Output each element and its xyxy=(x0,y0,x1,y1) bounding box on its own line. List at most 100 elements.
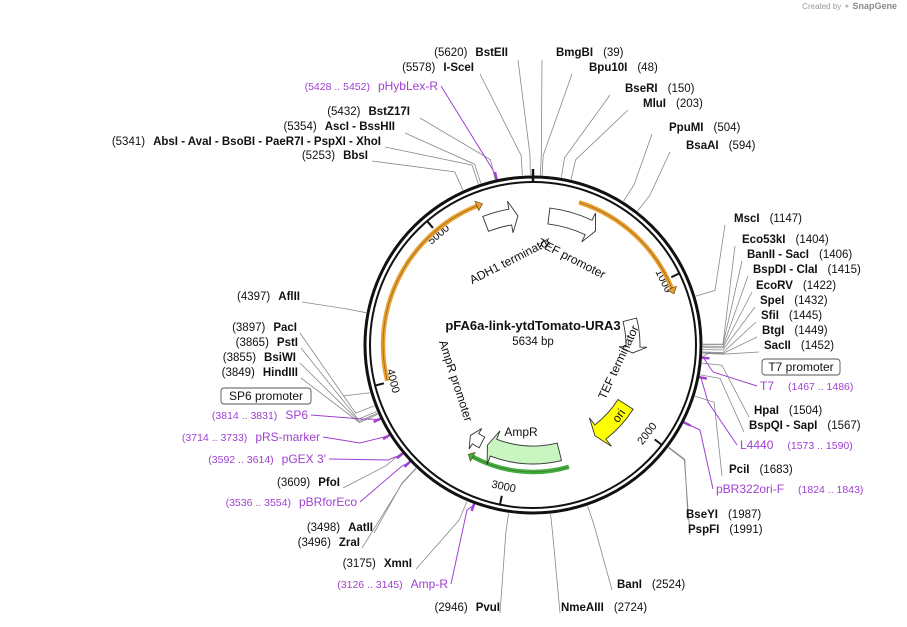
enzyme-label[interactable]: (3498) AatII xyxy=(307,522,373,534)
enzyme-label[interactable]: MscI(1147) xyxy=(734,213,802,225)
enzyme-position: (150) xyxy=(668,83,695,95)
primer-label[interactable]: (3126 .. 3145)Amp-R xyxy=(337,577,448,591)
enzyme-label[interactable]: SpeI(1432) xyxy=(760,295,828,307)
enzyme-label[interactable]: (3175)XmnI xyxy=(343,558,412,570)
enzyme-label[interactable]: NmeAIII(2724) xyxy=(561,602,647,614)
enzyme-leader-line xyxy=(419,117,496,180)
enzyme-label[interactable]: (5354)AscI - BssHII xyxy=(283,121,395,133)
enzyme-position: (1991) xyxy=(729,524,762,536)
primer-label[interactable]: (3714 .. 3733)pRS-marker xyxy=(182,430,320,444)
enzyme-label[interactable]: PpuMI(504) xyxy=(669,122,741,134)
enzyme-label[interactable]: PspFI (1991) xyxy=(688,524,763,536)
enzyme-label[interactable]: BseRI(150) xyxy=(625,83,695,95)
enzyme-label[interactable]: (3496)ZraI xyxy=(298,537,360,549)
enzyme-position: (39) xyxy=(603,47,624,59)
primer-range: (3592 .. 3614) xyxy=(208,454,273,466)
enzyme-label[interactable]: BanI(2524) xyxy=(617,579,685,591)
enzyme-position: (594) xyxy=(729,140,756,152)
enzyme-name: PspFI xyxy=(688,524,719,536)
primer-range: (1467 .. 1486) xyxy=(788,381,853,393)
primer-label[interactable]: T7(1467 .. 1486) xyxy=(760,379,853,393)
enzyme-name: MluI xyxy=(643,98,666,110)
tef-promoter-1-arrow[interactable] xyxy=(547,207,596,243)
enzyme-leader-line xyxy=(702,336,758,355)
enzyme-label[interactable]: PciI(1683) xyxy=(729,464,793,476)
enzyme-leader-line xyxy=(668,447,691,536)
enzyme-position: (1422) xyxy=(803,280,836,292)
enzyme-label[interactable]: (5578)I-SceI xyxy=(402,62,474,74)
enzyme-label[interactable]: BseYI(1987) xyxy=(686,509,761,521)
enzyme-label[interactable]: (5620)BstEII xyxy=(434,47,508,59)
enzyme-label[interactable]: BmgBI (39) xyxy=(556,47,624,59)
enzyme-label[interactable]: (5253)BbsI xyxy=(302,150,368,162)
enzyme-name: BtgI xyxy=(762,325,784,337)
enzyme-position: (5578) xyxy=(402,62,435,74)
enzyme-name: NmeAIII xyxy=(561,602,604,614)
enzyme-label[interactable]: (3897)PacI xyxy=(232,322,297,334)
enzyme-position: (504) xyxy=(714,122,741,134)
primer-name: pRS-marker xyxy=(255,430,320,444)
enzyme-name: PfoI xyxy=(318,477,340,489)
enzyme-position: (3897) xyxy=(232,322,265,334)
enzyme-name: BmgBI xyxy=(556,47,593,59)
enzyme-leader-line xyxy=(479,73,523,176)
enzyme-label[interactable]: (4397)AflII xyxy=(237,291,300,303)
feature-arcs xyxy=(380,200,677,475)
enzyme-label[interactable]: (5432)BstZ17I xyxy=(327,106,410,118)
enzyme-label[interactable]: EcoRV(1422) xyxy=(756,280,836,292)
tef-terminator-arrow[interactable] xyxy=(618,317,648,354)
primer-leader-line xyxy=(703,357,758,387)
enzyme-leader-line xyxy=(300,377,378,423)
primer-label[interactable]: (3536 .. 3554)pBRforEco xyxy=(226,495,358,509)
enzyme-position: (3609) xyxy=(277,477,310,489)
enzyme-label[interactable]: BspQI - SapI(1567) xyxy=(749,420,861,432)
enzyme-position: (3175) xyxy=(343,558,376,570)
primer-label[interactable]: (5428 .. 5452)pHybLex-R xyxy=(305,79,439,93)
enzyme-label[interactable]: SfiI(1445) xyxy=(761,310,822,322)
enzyme-label[interactable]: BtgI(1449) xyxy=(762,325,828,337)
enzyme-label[interactable]: (3855)BsiWI xyxy=(223,352,296,364)
boxed-feature-label[interactable]: SP6 promoter xyxy=(229,389,303,403)
enzyme-label[interactable]: (2946)PvuI xyxy=(434,602,500,614)
enzyme-label[interactable]: SacII(1452) xyxy=(764,340,834,352)
boxed-feature-label[interactable]: T7 promoter xyxy=(768,360,833,374)
enzyme-leader-line xyxy=(415,501,468,570)
primer-leader-line xyxy=(328,453,402,461)
ampr-arrow[interactable] xyxy=(486,430,563,465)
enzyme-label[interactable]: BanII - SacI(1406) xyxy=(747,249,852,261)
enzyme-label[interactable]: (5341)AbsI - AvaI - BsoBI - PaeR7I - Psp… xyxy=(112,136,381,148)
enzyme-name: BanI xyxy=(617,579,642,591)
enzyme-position: (3498) xyxy=(307,522,340,534)
tick-mark xyxy=(373,382,385,387)
enzyme-label[interactable]: HpaI(1504) xyxy=(754,405,822,417)
ampr-promoter-arrow[interactable] xyxy=(468,428,486,450)
ampr-label: AmpR xyxy=(504,425,538,439)
enzyme-name: MscI xyxy=(734,213,760,225)
primer-leader-line xyxy=(359,462,410,503)
enzyme-label[interactable]: MluI(203) xyxy=(643,98,703,110)
primer-label[interactable]: (3814 .. 3831)SP6 xyxy=(212,408,308,422)
primer-label[interactable]: pBR322ori-F(1824 .. 1843) xyxy=(716,482,863,496)
adh1-terminator-arrow[interactable] xyxy=(482,200,519,233)
ori-arrow[interactable] xyxy=(588,398,634,447)
primer-label[interactable]: L4440(1573 .. 1590) xyxy=(740,438,853,452)
enzyme-label[interactable]: (3865)PstI xyxy=(236,337,298,349)
enzyme-position: (1415) xyxy=(828,264,861,276)
primer-range: (5428 .. 5452) xyxy=(305,81,370,93)
enzyme-position: (1987) xyxy=(728,509,761,521)
orange-arc-arrowhead xyxy=(474,200,483,212)
enzyme-label[interactable]: BsaAI(594) xyxy=(686,140,756,152)
enzyme-label[interactable]: Eco53kI(1404) xyxy=(742,234,829,246)
primer-label[interactable]: (3592 .. 3614)pGEX 3' xyxy=(208,452,326,466)
enzyme-label[interactable]: BspDI - ClaI(1415) xyxy=(753,264,861,276)
enzyme-label[interactable]: (3849)HindIII xyxy=(222,367,298,379)
enzyme-label[interactable]: Bpu10I(48) xyxy=(589,62,658,74)
enzyme-label[interactable]: (3609) PfoI xyxy=(277,477,340,489)
enzyme-leader-line xyxy=(299,332,375,414)
enzyme-position: (1504) xyxy=(789,405,822,417)
enzyme-name: AatII xyxy=(348,522,373,534)
primer-leader-line xyxy=(700,377,738,446)
snapgene-credit: Created by ✦ SnapGene xyxy=(802,1,897,11)
enzyme-leader-line xyxy=(702,275,749,347)
